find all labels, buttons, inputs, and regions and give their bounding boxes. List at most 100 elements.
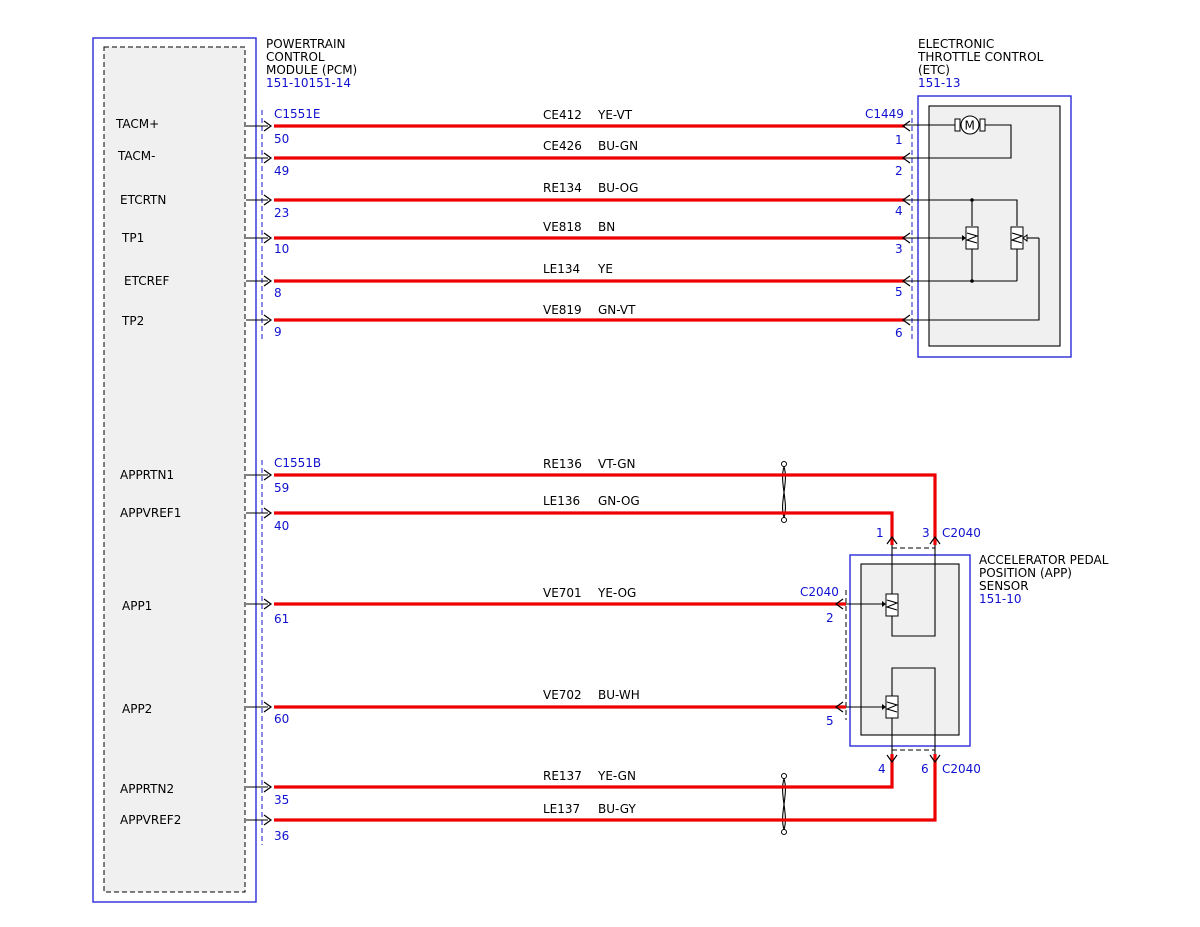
circuit-number: VE701 xyxy=(543,586,582,600)
pcm-pin-number: 10 xyxy=(274,242,289,256)
pcm-pin-number: 49 xyxy=(274,164,289,178)
connector-arrow xyxy=(901,120,911,132)
app-title-line-1: ACCELERATOR PEDAL xyxy=(979,553,1109,567)
pcm-pin-number: 23 xyxy=(274,206,289,220)
connector-arrow xyxy=(263,232,273,244)
pcm-pin-number: 36 xyxy=(274,829,289,843)
circuit-number: CE412 xyxy=(543,108,582,122)
pcm-pin-number: 35 xyxy=(274,793,289,807)
app-pin-number: 6 xyxy=(921,762,929,776)
app-connector-mid: C2040 xyxy=(800,585,839,599)
pcm-pin-number: 59 xyxy=(274,481,289,495)
wire-color: GN-OG xyxy=(598,494,640,508)
etc-ref: 151-13 xyxy=(918,76,961,90)
etc-pin-number: 4 xyxy=(895,204,903,218)
pcm-title-line-2: CONTROL xyxy=(266,50,325,64)
etc-module: ELECTRONIC THROTTLE CONTROL (ETC) 151-13… xyxy=(865,37,1072,358)
wire-color: YE-VT xyxy=(597,108,633,122)
pcm-ref: 151-10151-14 xyxy=(266,76,351,90)
connector-arrow xyxy=(834,598,844,610)
etc-pin-number: 2 xyxy=(895,164,903,178)
circuit-number: RE134 xyxy=(543,181,582,195)
circuit-number: RE136 xyxy=(543,457,582,471)
etc-title-line-1: ELECTRONIC xyxy=(918,37,994,51)
pcm-signal-label: TP2 xyxy=(121,314,144,328)
app-pin-number: 4 xyxy=(878,762,886,776)
wire-color: BU-OG xyxy=(598,181,638,195)
circuit-number: LE137 xyxy=(543,802,580,816)
pcm-signal-label: APPVREF1 xyxy=(120,506,181,520)
app-connector-top: C2040 xyxy=(942,526,981,540)
circuit-number: VE818 xyxy=(543,220,582,234)
connector-arrow xyxy=(901,194,911,206)
pcm-connector-bottom: C1551B xyxy=(274,456,321,470)
connector-arrow xyxy=(929,754,941,764)
app-ref: 151-10 xyxy=(979,592,1022,606)
connector-arrow xyxy=(834,701,844,713)
app-pin-number: 3 xyxy=(922,526,930,540)
etc-pin-number: 1 xyxy=(895,133,903,147)
connector-arrow xyxy=(263,469,273,481)
circuit-number: VE819 xyxy=(543,303,582,317)
throttle-position-sensor-icon xyxy=(905,198,1040,321)
connector-arrow xyxy=(263,314,273,326)
wire-color: GN-VT xyxy=(598,303,636,317)
pcm-signal-label: TACM+ xyxy=(115,117,159,131)
app-sensor: ACCELERATOR PEDAL POSITION (APP) SENSOR … xyxy=(800,526,1109,776)
app-pin-number: 5 xyxy=(826,714,834,728)
wire xyxy=(274,754,937,822)
connector-arrow xyxy=(886,535,898,545)
connector-arrow xyxy=(901,314,911,326)
circuit-number: RE137 xyxy=(543,769,582,783)
wire xyxy=(274,473,937,545)
wire-color: BU-WH xyxy=(598,688,640,702)
wire xyxy=(274,754,894,789)
pcm-module: POWERTRAIN CONTROL MODULE (PCM) 151-1015… xyxy=(92,37,357,903)
etc-pin-number: 3 xyxy=(895,242,903,256)
pcm-title-line-1: POWERTRAIN xyxy=(266,37,346,51)
connector-arrow xyxy=(263,701,273,713)
connector-arrow xyxy=(263,598,273,610)
motor-icon: M xyxy=(905,115,1012,159)
wire-color: YE xyxy=(597,262,613,276)
app-title-line-3: SENSOR xyxy=(979,579,1029,593)
pcm-title-line-3: MODULE (PCM) xyxy=(266,63,357,77)
pcm-signal-label: APPRTN1 xyxy=(120,468,174,482)
motor-symbol: M xyxy=(965,119,975,133)
etc-pin-number: 5 xyxy=(895,285,903,299)
pcm-signal-label: APPVREF2 xyxy=(120,813,181,827)
connector-arrow xyxy=(263,781,273,793)
connector-arrow xyxy=(929,535,941,545)
connector-arrow xyxy=(901,275,911,287)
etc-connector: C1449 xyxy=(865,107,904,121)
wire-color: YE-OG xyxy=(597,586,636,600)
app-sensor-element-icon xyxy=(846,545,936,754)
app-title-line-2: POSITION (APP) xyxy=(979,566,1072,580)
connector-arrow xyxy=(263,814,273,826)
etc-title-line-2: THROTTLE CONTROL xyxy=(917,50,1044,64)
pcm-signal-label: APPRTN2 xyxy=(120,782,174,796)
circuit-number: CE426 xyxy=(543,139,582,153)
pcm-pin-number: 60 xyxy=(274,712,289,726)
wire-color: BN xyxy=(598,220,615,234)
connector-arrow xyxy=(263,275,273,287)
wires-layer xyxy=(246,120,941,826)
circuit-number: LE136 xyxy=(543,494,580,508)
connector-arrow xyxy=(263,507,273,519)
wire-color: BU-GN xyxy=(598,139,638,153)
connector-arrow xyxy=(901,232,911,244)
pcm-signal-label: ETCREF xyxy=(124,274,170,288)
pcm-pin-number: 8 xyxy=(274,286,282,300)
twisted-pair-icon xyxy=(781,773,787,835)
pcm-pin-number: 9 xyxy=(274,325,282,339)
pcm-signal-label: TACM- xyxy=(117,149,155,163)
pcm-signal-label: APP1 xyxy=(122,599,152,613)
pcm-pin-number: 61 xyxy=(274,612,289,626)
connector-arrow xyxy=(901,152,911,164)
app-pin-number: 2 xyxy=(826,611,834,625)
etc-title-line-3: (ETC) xyxy=(918,63,950,77)
connector-arrow xyxy=(886,754,898,764)
wire-color: VT-GN xyxy=(598,457,635,471)
etc-pin-number: 6 xyxy=(895,326,903,340)
